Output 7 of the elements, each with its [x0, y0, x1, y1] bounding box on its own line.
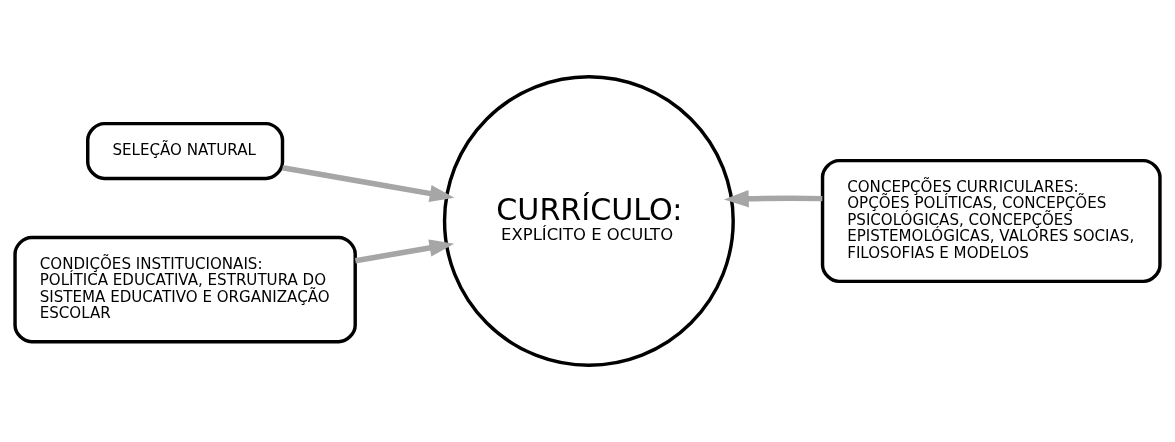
node-circle: CURRÍCULO: EXPLÍCITO E OCULTO — [442, 74, 735, 368]
node-box: CONDIÇÕES INSTITUCIONAIS: POLÍTICA EDUCATIVA, ESTRUTURA DO SISTEMA EDUCATIVO E ORGANIZAÇÃO ESCOLAR — [13, 235, 357, 344]
arrow — [354, 239, 455, 264]
node-box: CONCEPÇÕES CURRICULARES: OPÇÕES POLÍTICAS, CONCEPÇÕES PSICOLÓGICAS, CONCEPÇÕES EPISTEMOLÓGICAS, VALORES SOCIAS, FILOSOFIAS E MODELOS — [820, 158, 1162, 284]
arrow — [282, 165, 455, 203]
node-box: SELEÇÃO NATURAL — [86, 121, 285, 181]
arrow — [723, 190, 823, 208]
